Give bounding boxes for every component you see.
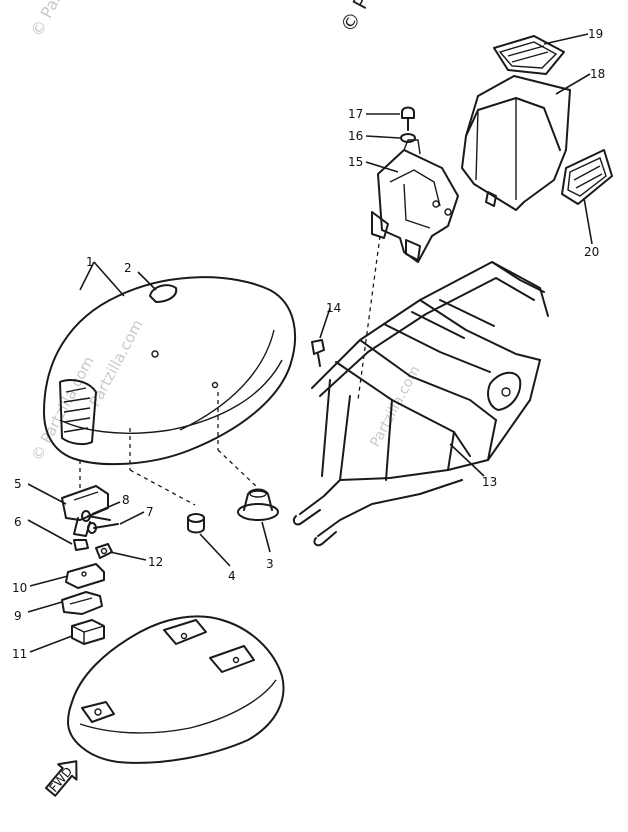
callout-10: 10	[12, 581, 27, 595]
carrier-frame	[292, 261, 549, 547]
callout-4: 4	[228, 569, 236, 583]
callout-1: 1	[86, 255, 94, 269]
fwd-arrow-icon: FWD	[45, 760, 78, 797]
pad-19-texture-icon	[507, 45, 549, 63]
watermark-top-left: © Partzilla.com	[27, 0, 102, 40]
callout-18: 18	[590, 67, 605, 81]
pad-19	[493, 35, 565, 75]
callout-9: 9	[14, 609, 22, 623]
watermark-frame: Partzilla.com	[367, 363, 423, 450]
bolt-8	[81, 510, 111, 522]
callout-5: 5	[14, 477, 22, 491]
callout-13: 13	[482, 475, 497, 489]
nut-6	[73, 539, 89, 551]
callout-2: 2	[124, 261, 132, 275]
screw-17	[401, 106, 415, 131]
assembly-line-seat-4b	[129, 469, 196, 506]
nut-12	[95, 543, 113, 559]
callout-15: 15	[348, 155, 363, 169]
callout-3: 3	[266, 557, 274, 571]
screw-7	[87, 522, 119, 534]
storage-box	[461, 75, 571, 211]
block-11	[71, 619, 105, 645]
callout-19: 19	[588, 27, 603, 41]
callout-6: 6	[14, 515, 22, 529]
clamp-9	[61, 591, 103, 615]
callout-17: 17	[348, 107, 363, 121]
callout-8: 8	[122, 493, 130, 507]
assembly-line-seat-3b	[217, 449, 259, 489]
assembly-line-15-frame	[357, 235, 381, 401]
pad-20	[561, 149, 613, 205]
fwd-label: FWD	[47, 764, 76, 794]
callout-7: 7	[146, 505, 154, 519]
bolt-14	[311, 339, 325, 367]
collar	[187, 513, 205, 534]
callout-11: 11	[12, 647, 27, 661]
callout-12: 12	[148, 555, 163, 569]
leader-lines	[27, 33, 593, 653]
seat	[43, 276, 297, 466]
lower-cover	[67, 615, 285, 764]
washer-16	[400, 133, 416, 143]
grommet	[237, 488, 279, 521]
mount-bracket	[371, 139, 459, 263]
callout-16: 16	[348, 129, 363, 143]
callout-14: 14	[326, 301, 341, 315]
watermark-top-right: © Partzilla.com	[335, 0, 429, 36]
callout-20: 20	[584, 245, 599, 259]
seat-hatch-icon	[63, 387, 91, 433]
plate-10	[65, 563, 105, 589]
pad-20-texture-icon	[573, 165, 603, 189]
